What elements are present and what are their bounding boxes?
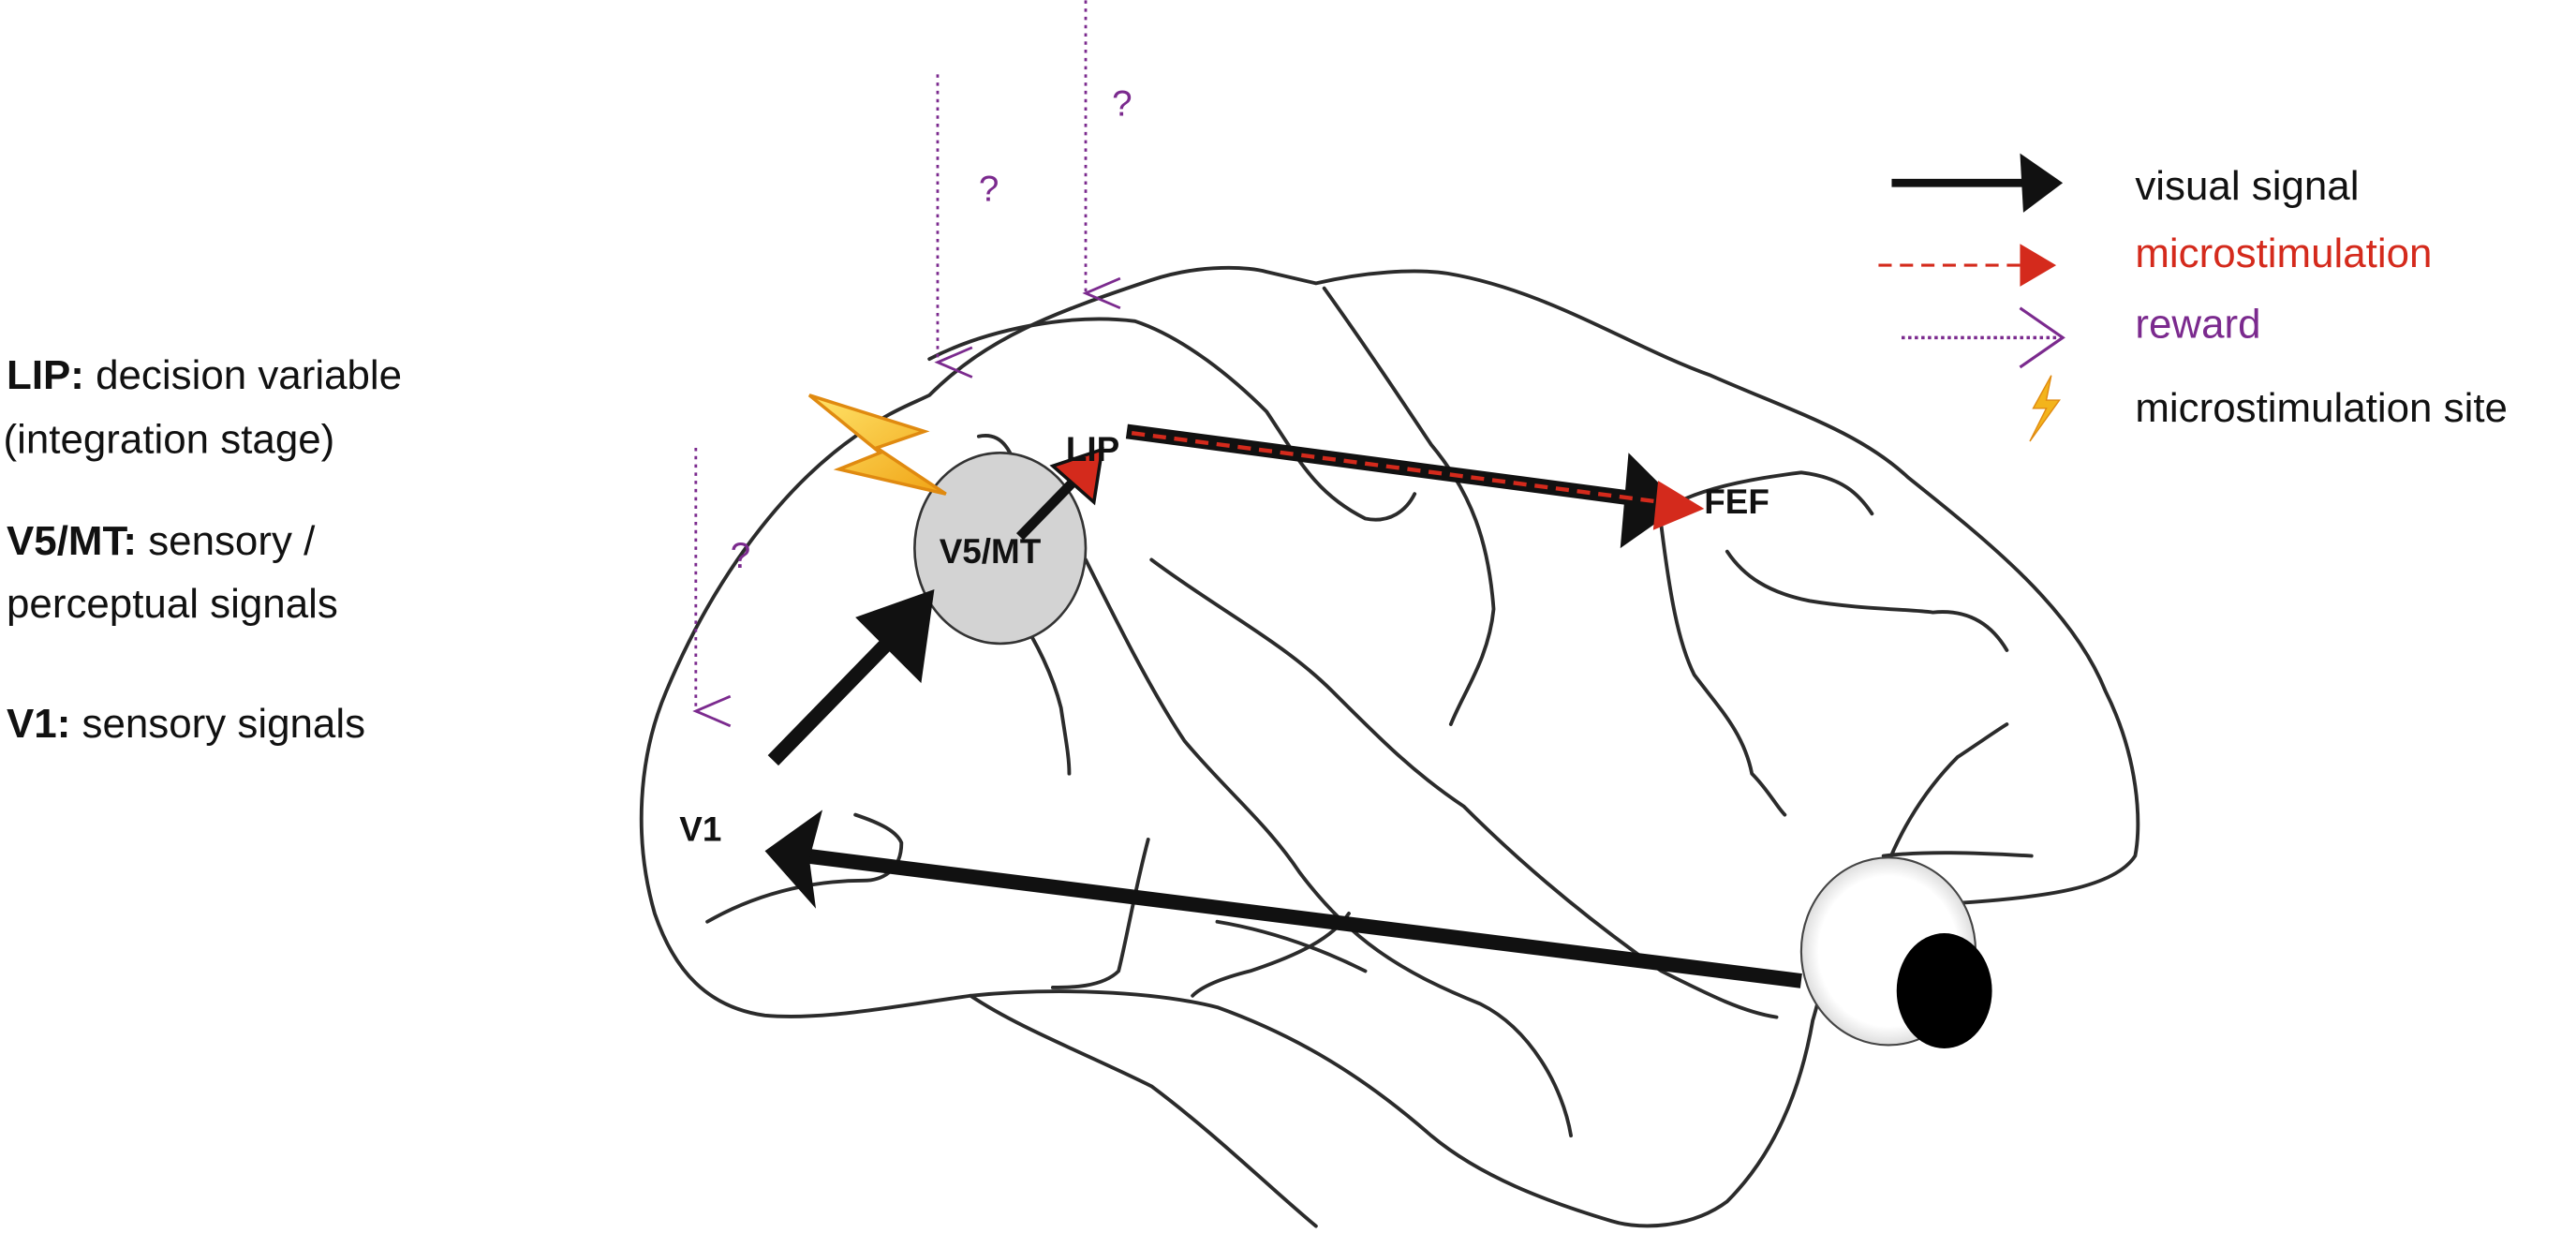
region-label-v1: V1 <box>679 810 721 849</box>
description-text: sensory / <box>137 518 316 564</box>
visual-signal-arrow-lip-to-fef <box>1125 423 1681 549</box>
description-v1: V1: sensory signals <box>7 701 365 747</box>
question-mark: ? <box>1112 83 1132 124</box>
svg-text:V1: sensory signals: V1: sensory signals <box>7 701 365 747</box>
eye <box>1799 856 1992 1048</box>
region-label-lip: LIP <box>1066 430 1119 468</box>
svg-text:LIP: decision variable: LIP: decision variable <box>7 352 402 398</box>
legend-label-microstimulation: microstimulation <box>2135 230 2432 276</box>
question-mark: ? <box>979 170 999 210</box>
region-label-fef: FEF <box>1704 483 1769 521</box>
lightning-icon <box>2029 375 2061 442</box>
black-thick-arrow-icon <box>1891 153 2064 213</box>
microstimulation-arrow-lip-to-fef <box>1131 431 1705 530</box>
description-line2: perceptual signals <box>7 581 338 627</box>
description-v5mt: V5/MT: sensory / perceptual signals <box>7 518 338 627</box>
red-dashed-arrow-icon <box>1878 244 2057 287</box>
brain-outline <box>639 265 2140 1228</box>
lightning-icon <box>807 394 947 496</box>
question-mark: ? <box>731 536 750 576</box>
description-line2: (integration stage) <box>4 416 335 462</box>
legend-label-microstimulation-site: microstimulation site <box>2135 385 2508 431</box>
purple-dotted-arrow-icon <box>1902 306 2065 369</box>
description-text: decision variable <box>84 352 402 398</box>
visual-signal-arrow-eye-to-v1 <box>764 810 1802 988</box>
description-lip: LIP: decision variable (integration stag… <box>4 352 403 462</box>
pupil <box>1896 933 1992 1048</box>
visual-signal-arrow-v1-to-v5mt <box>767 589 935 766</box>
description-text: sensory signals <box>70 701 365 747</box>
svg-text:V5/MT: sensory /: V5/MT: sensory / <box>7 518 316 564</box>
legend-label-visual-signal: visual signal <box>2135 163 2359 209</box>
description-area: V5/MT: <box>7 518 137 564</box>
visual-signal-arrow-v5mt-to-lip <box>1015 447 1104 541</box>
description-area: LIP: <box>7 352 84 398</box>
v5mt-area <box>913 451 1088 646</box>
description-area: V1: <box>7 701 70 747</box>
legend: visual signal microstimulation reward mi… <box>1878 153 2508 442</box>
region-label-v5mt: V5/MT <box>940 532 1042 571</box>
legend-label-reward: reward <box>2135 301 2260 347</box>
